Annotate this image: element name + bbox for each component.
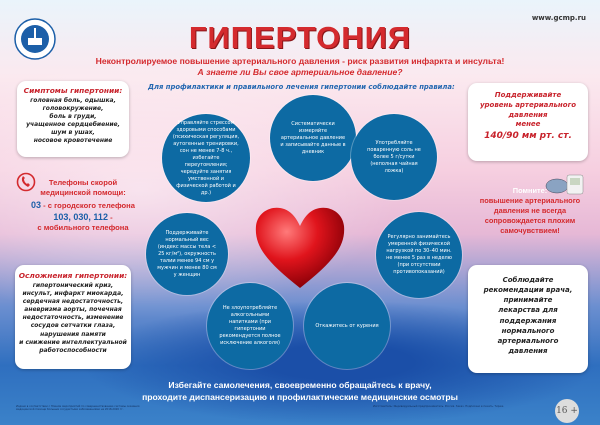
bottom-line: проходите диспансеризацию и профилактиче… — [142, 391, 458, 402]
phones-label: медицинской помощи: — [40, 188, 126, 198]
target-value: 140/90 мм рт. ст. — [484, 131, 572, 142]
dash: - — [107, 212, 113, 222]
complication: гипертонический криз, — [32, 282, 114, 289]
mobile-numbers: 103, 030, 112 — [53, 211, 108, 222]
publisher-info: Изготовитель: Индивидуальный предпринима… — [373, 405, 505, 408]
complication: аневризма аорты, почечная — [24, 306, 122, 314]
tip-exercise: Регулярно занимайтесь умеренной физическ… — [376, 212, 462, 298]
symptom: головная боль, одышка, — [30, 97, 116, 104]
symptoms-list: головная боль, одышка, головокружение, б… — [21, 97, 125, 146]
symptoms-title: Симптомы гипертонии: — [23, 86, 123, 95]
complications-title: Осложнения гипертонии: — [18, 271, 128, 280]
tip-smoking: Откажитесь от курения — [304, 283, 390, 369]
target-line: менее — [515, 120, 541, 129]
complication: и снижение интеллектуальной — [19, 338, 127, 346]
advice-line: давления — [508, 346, 548, 355]
complication: сосудов сетчатки глаза, — [30, 322, 116, 330]
city-number: 03 — [31, 199, 42, 210]
phones-label: Телефоны скорой — [48, 178, 118, 187]
symptom: головокружение, — [42, 105, 104, 113]
advice-line: лекарства для — [498, 306, 558, 315]
website-url: www.gcmp.ru — [531, 14, 586, 22]
tip-measure-pressure: Систематически измеряйте артериальное да… — [270, 95, 356, 181]
logo-emblem — [14, 18, 56, 60]
complication: нарушения памяти — [40, 330, 106, 338]
bottom-line: Избегайте самолечения, своевременно обра… — [168, 380, 432, 390]
tip-stress: Управляйте стрессом здоровыми способами … — [162, 114, 250, 202]
complication: работоспособности — [39, 346, 107, 354]
blood-pressure-monitor-icon — [545, 174, 584, 195]
symptom: шум в ушах, — [51, 129, 95, 137]
rules-heading: Для профилактики и правильного лечения г… — [148, 83, 455, 91]
target-pressure-box: Поддерживайте уровень артериального давл… — [468, 83, 588, 161]
bottom-message: Избегайте самолечения, своевременно обра… — [0, 380, 600, 403]
subtitle: Неконтролируемое повышение артериального… — [95, 56, 505, 66]
phone-icon — [16, 172, 36, 192]
tip-alcohol: Не злоупотребляйте алкогольными напиткам… — [207, 283, 293, 369]
remember-title: Помните: — [512, 186, 548, 195]
emergency-phones: Телефоны скорой медицинской помощи: 03 -… — [8, 178, 158, 233]
symptom: учащенное сердцебиение, — [26, 121, 120, 129]
complications-list: гипертонический криз, инсульт, инфаркт м… — [18, 282, 128, 355]
symptom: боль в груди, — [49, 113, 97, 121]
poster-title: ГИПЕРТОНИЯ — [188, 20, 412, 55]
advice-line: рекомендации врача, — [483, 286, 573, 295]
tip-weight: Поддерживайте нормальный вес (индекс мас… — [146, 213, 228, 295]
complication: сердечная недостаточность, — [22, 298, 124, 306]
city-label: - с городского телефона — [41, 200, 135, 210]
advice-line: Соблюдайте — [502, 276, 554, 284]
advice-line: поддержания — [499, 316, 557, 325]
doctor-advice-text: Соблюдайте рекомендации врача, принимайт… — [472, 275, 584, 356]
complication: недостаточность, изменение — [22, 314, 124, 322]
mobile-label: с мобильного телефона — [37, 223, 129, 232]
complications-box: Осложнения гипертонии: гипертонический к… — [15, 265, 131, 369]
tip-salt: Употребляйте поваренную соль не более 5 … — [351, 114, 437, 200]
remember-line: давления не всегда — [493, 205, 567, 215]
publication-note: Издано в соответствии с Планом мероприят… — [16, 405, 140, 412]
complication: инсульт, инфаркт миокарда, — [22, 290, 124, 298]
heart-icon — [255, 207, 345, 288]
target-text: Поддерживайте уровень артериального давл… — [472, 91, 584, 130]
remember-note: Помните: повышение артериального давлени… — [465, 186, 595, 236]
symptom: носовое кровотечение — [33, 137, 113, 145]
advice-line: принимайте — [503, 296, 553, 305]
target-line: уровень артериального — [479, 100, 577, 109]
advice-line: артериального — [497, 336, 559, 345]
target-line: Поддерживайте — [494, 91, 562, 99]
age-rating-badge: 16 + — [555, 399, 579, 423]
symptoms-box: Симптомы гипертонии: головная боль, одыш… — [17, 81, 129, 157]
advice-line: нормального — [501, 326, 555, 335]
remember-line: повышение артериального — [479, 195, 581, 205]
doctor-advice-box: Соблюдайте рекомендации врача, принимайт… — [468, 265, 588, 373]
target-line: давления — [508, 110, 548, 119]
remember-line: самочувствием! — [500, 225, 560, 235]
remember-line: сопровождается плохим — [484, 215, 576, 225]
subtitle-question: А знаете ли Вы свое артериальное давлени… — [197, 67, 403, 77]
